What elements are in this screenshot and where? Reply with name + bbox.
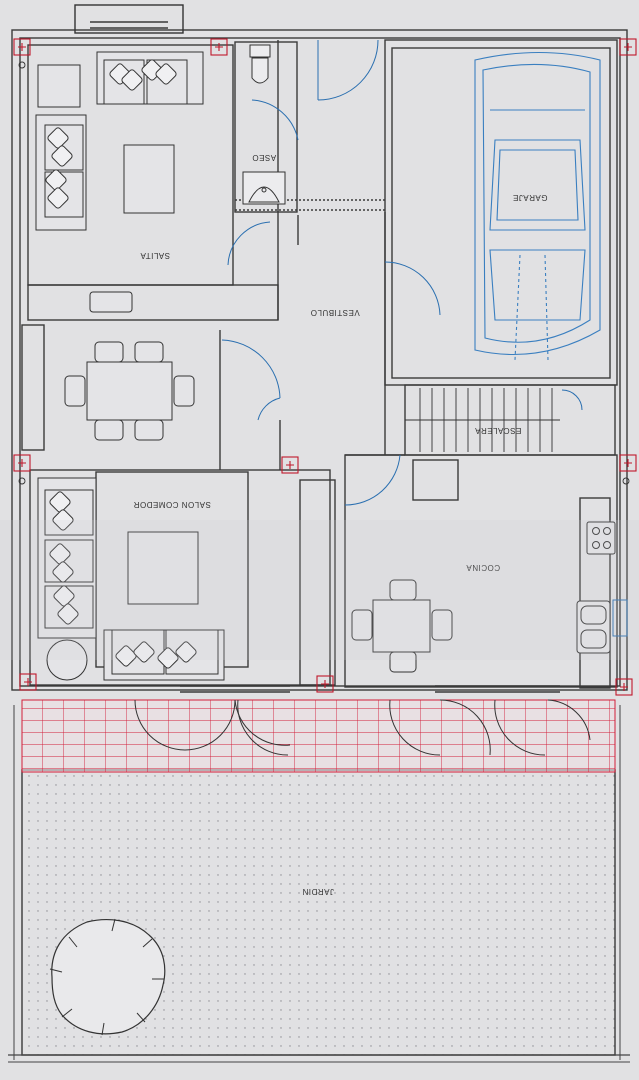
tree-icon bbox=[49, 918, 166, 1036]
column-markers bbox=[18, 61, 630, 485]
door-swings bbox=[221, 39, 583, 506]
survey-markers bbox=[13, 38, 637, 696]
salon-cushions bbox=[49, 491, 197, 669]
room-label-garaje: GARAJE bbox=[512, 193, 547, 202]
house-walls bbox=[11, 4, 628, 693]
paper-fold-shadow bbox=[0, 520, 639, 660]
stair-treads bbox=[405, 388, 560, 452]
garden-area: JARDIN bbox=[8, 705, 630, 1063]
room-label-escalera: ESCALERA bbox=[474, 426, 521, 435]
salita-cushions bbox=[45, 59, 177, 209]
terrace-doors bbox=[134, 699, 591, 756]
cocina-furniture bbox=[351, 521, 616, 673]
room-label-jardin: JARDIN bbox=[302, 887, 334, 896]
room-label-aseo: ASEO bbox=[252, 153, 276, 162]
dining-table-upper bbox=[64, 341, 195, 441]
room-label-salita: SALITA bbox=[140, 251, 170, 260]
room-label-vestibulo: VESTIBULO bbox=[310, 308, 359, 317]
aseo-fixtures bbox=[242, 44, 286, 205]
room-label-salon-comedor: SALON COMEDOR bbox=[133, 500, 211, 509]
car-icon bbox=[474, 51, 601, 361]
terrace-tiles bbox=[21, 699, 616, 773]
kitchen-window bbox=[612, 599, 628, 637]
room-label-cocina: COCINA bbox=[466, 563, 500, 572]
